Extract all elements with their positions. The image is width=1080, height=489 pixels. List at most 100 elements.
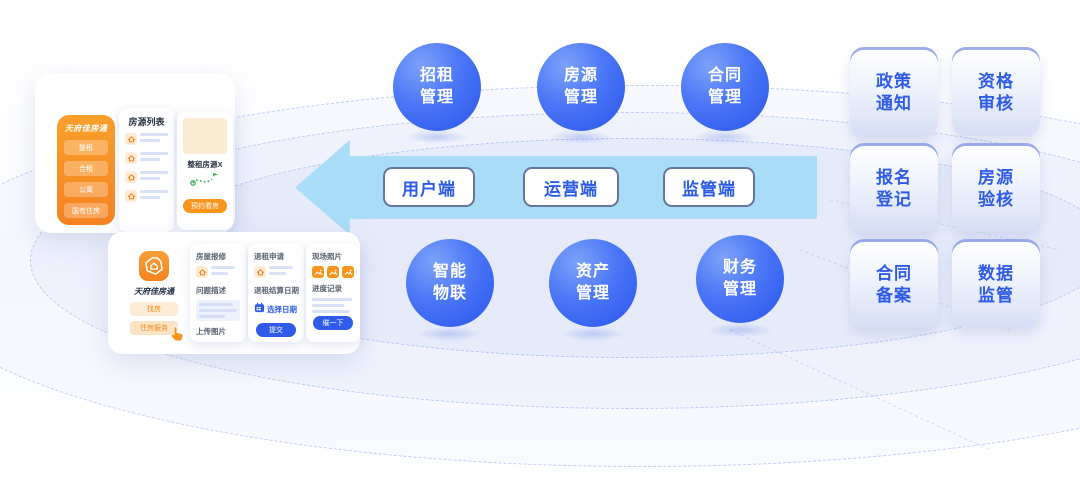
nav-shared-rent[interactable]: 合租 [64,161,108,176]
nav-state-housing[interactable]: 国有住房 [64,203,108,218]
repair-column: 房屋报修 问题描述 上传图片 [190,244,246,342]
house-icon [125,152,137,164]
date-picker[interactable]: 选择日期 [254,300,298,318]
nav-apartment[interactable]: 公寓 [64,182,108,197]
house-icon [125,133,137,145]
tile-label: 备案 [876,286,912,305]
calendar-icon [254,300,265,318]
sphere-label: 资产 [575,263,610,281]
text-placeholder [269,266,293,278]
submit-button[interactable]: 提交 [256,323,296,337]
badge-supervision-side: 监管端 [663,167,755,207]
book-viewing-button[interactable]: 预约看房 [183,199,227,213]
sphere-label: 合同 [707,67,742,85]
tile-registration: 报名 登记 [850,146,938,232]
repair-title: 房屋报修 [196,252,226,261]
list-item[interactable] [125,190,168,202]
house-icon [196,266,208,278]
sphere-shadow [707,323,773,337]
badge-operation-side-label: 运营端 [544,179,598,199]
photo-icon [327,266,339,278]
sphere-shadow [560,327,626,341]
house-icon [125,190,137,202]
upload-image-label[interactable]: 上传图片 [196,327,226,336]
nav-whole-rent[interactable]: 整租 [64,140,108,155]
sphere-shadow [692,130,758,144]
sphere-housing-management: 房源 管理 [537,43,625,131]
sphere-label: 智能 [432,263,467,281]
sphere-label: 管理 [722,281,757,298]
sphere-rental-management: 招租 管理 [393,43,481,131]
progress-record-label: 进度记录 [312,284,342,293]
housing-service-label: 住房服务 [140,325,168,332]
list-title: 房源列表 [128,117,165,127]
site-photo-thumbnails [312,266,354,278]
list-item[interactable] [125,152,168,164]
sphere-label: 管理 [563,89,598,106]
app-mockup-listing-card: 天府佳房通 整租 合租 公寓 国有住房 房源列表 [35,73,235,233]
sphere-label: 房源 [563,67,598,85]
tile-data-supervision: 数据 监管 [952,242,1040,328]
brand-logo: 天府佳房通 [64,124,108,133]
hand-cursor-icon [170,325,185,344]
list-item[interactable] [125,171,168,183]
tile-label: 政策 [876,71,912,91]
badge-user-side: 用户端 [383,167,475,207]
sphere-smart-iot: 智能 物联 [406,239,494,327]
text-placeholder [140,133,168,145]
tile-housing-verification: 房源 验核 [952,146,1040,232]
text-placeholder [211,266,235,278]
app-logo-icon [139,251,169,281]
sphere-shadow [417,327,483,341]
listing-detail-panel: 整租房源X 预约看房 [177,112,233,230]
services-brand-column: 天府佳房通 找房 住房服务 [122,244,186,342]
tile-label: 审核 [978,94,1014,113]
tile-policy-notice: 政策 通知 [850,50,938,136]
sphere-label: 招租 [419,67,454,85]
tile-label: 验核 [978,190,1014,209]
photo-icon [312,266,324,278]
site-photos-label: 现场照片 [312,252,342,261]
badge-operation-side: 运营端 [523,167,619,207]
badge-user-side-label: 用户端 [402,179,456,199]
listing-sidebar: 天府佳房通 整租 合租 公寓 国有住房 [57,115,115,225]
listing-list-panel: 房源列表 [119,108,174,232]
tile-label: 通知 [876,94,912,113]
tile-label: 合同 [876,263,912,283]
settlement-date-label: 退租结算日期 [254,286,299,295]
listing-photo-placeholder [183,118,227,154]
list-item[interactable] [125,133,168,145]
app-mockup-services-card: 天府佳房通 找房 住房服务 房屋报修 问题描述 [108,232,360,354]
text-placeholder [140,190,168,202]
listing-detail-title: 整租房源X [187,160,223,169]
text-placeholder [140,171,168,183]
sphere-contract-management: 合同 管理 [681,43,769,131]
sphere-label: 管理 [575,285,610,302]
tile-label: 登记 [876,190,912,209]
pick-date-label: 选择日期 [267,304,297,314]
housing-service-button[interactable]: 住房服务 [130,321,184,342]
route-map-icon [190,173,218,186]
sphere-label: 管理 [707,89,742,106]
problem-desc-input[interactable] [196,300,240,321]
brand-logo: 天府佳房通 [134,287,174,296]
sphere-label: 物联 [432,285,467,302]
sphere-shadow [548,130,614,144]
repair-item [196,266,240,278]
lease-item [254,266,298,278]
tile-qualification-review: 资格 审核 [952,50,1040,136]
tile-contract-filing: 合同 备案 [850,242,938,328]
photo-icon [342,266,354,278]
text-placeholder [140,152,168,164]
progress-lines [312,298,354,313]
tile-label: 房源 [978,167,1014,187]
tile-label: 数据 [978,263,1014,283]
badge-supervision-side-label: 监管端 [682,179,736,199]
tile-label: 资格 [978,71,1014,91]
find-home-button[interactable]: 找房 [130,302,178,316]
sphere-label: 管理 [419,89,454,106]
sphere-asset-management: 资产 管理 [549,239,637,327]
urge-button[interactable]: 催一下 [313,316,353,330]
gov-function-grid: 政策 通知 资格 审核 报名 登记 房源 验核 合同 备案 数据 监管 [850,50,1040,328]
